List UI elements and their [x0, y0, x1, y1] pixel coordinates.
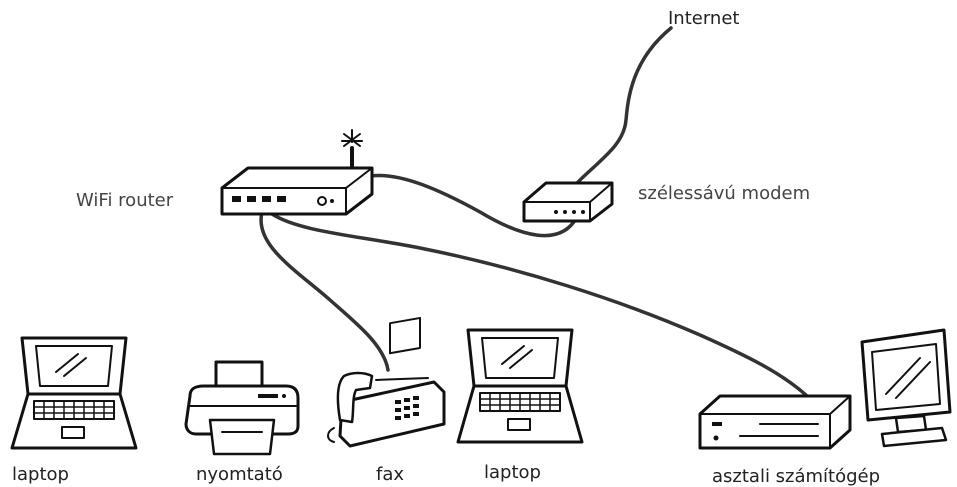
label-fax: fax — [376, 464, 404, 485]
fax-phone-icon — [327, 316, 446, 448]
desktop-computer-icon — [698, 328, 952, 450]
label-laptop-left: laptop — [12, 464, 69, 485]
laptop-icon — [10, 336, 138, 450]
label-printer: nyomtató — [196, 464, 283, 485]
antenna-spark — [341, 129, 363, 147]
label-wifi-router: WiFi router — [76, 190, 174, 211]
cable-router-to-desktop — [270, 212, 808, 397]
printer-icon — [184, 360, 300, 456]
cable-internet-to-modem — [576, 26, 673, 184]
cable-router-to-fax — [259, 210, 390, 372]
wifi-router-icon — [220, 129, 374, 216]
laptop-icon — [456, 328, 584, 444]
label-laptop-middle: laptop — [484, 462, 541, 483]
label-internet: Internet — [668, 8, 739, 29]
cable-modem-to-router — [368, 173, 579, 238]
label-broadband-modem: szélessávú modem — [638, 183, 810, 204]
label-desktop-computer: asztali számítógép — [712, 466, 880, 487]
broadband-modem-icon — [522, 181, 614, 223]
